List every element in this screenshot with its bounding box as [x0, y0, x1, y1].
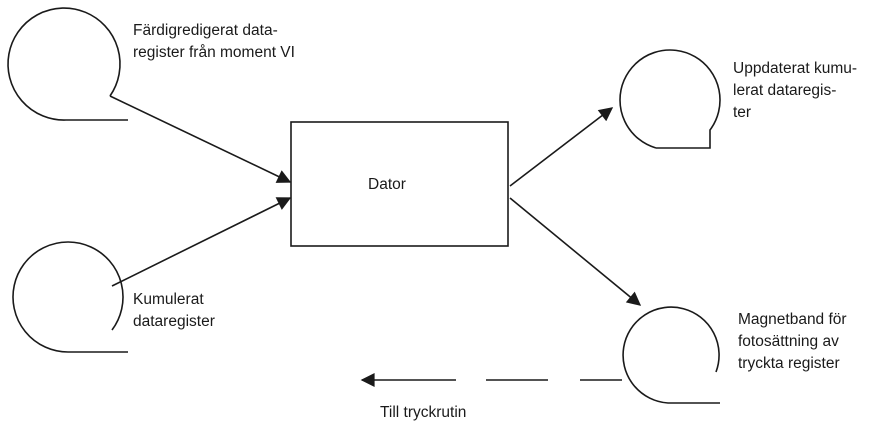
output-2-label: Magnetband för fotosättning av tryckta r… [738, 311, 847, 372]
tape-reel-icon [12, 241, 128, 353]
output-tape-reel-1 [619, 49, 721, 149]
computer-label: Dator [368, 176, 406, 193]
print-routine-label: Till tryckrutin [380, 404, 467, 421]
arrow-input2-to-computer [111, 197, 292, 287]
input-tape-reel-2 [12, 241, 128, 353]
input-2-label: Kumulerat dataregister [133, 291, 215, 330]
computer-box [290, 121, 509, 247]
tape-reel-icon [622, 306, 720, 404]
input-1-label: Färdigredigerat data- register från mome… [133, 22, 295, 61]
arrow-computer-to-output1 [509, 107, 614, 187]
output-1-label: Uppdaterat kumu- lerat dataregis- ter [733, 60, 858, 121]
arrow-computer-to-output2 [509, 197, 642, 306]
tape-reel-icon [619, 49, 721, 149]
arrow-input1-to-computer [109, 95, 292, 183]
output-tape-reel-2 [622, 306, 720, 404]
tape-reel-icon [7, 7, 128, 121]
input-tape-reel-1 [7, 7, 128, 121]
